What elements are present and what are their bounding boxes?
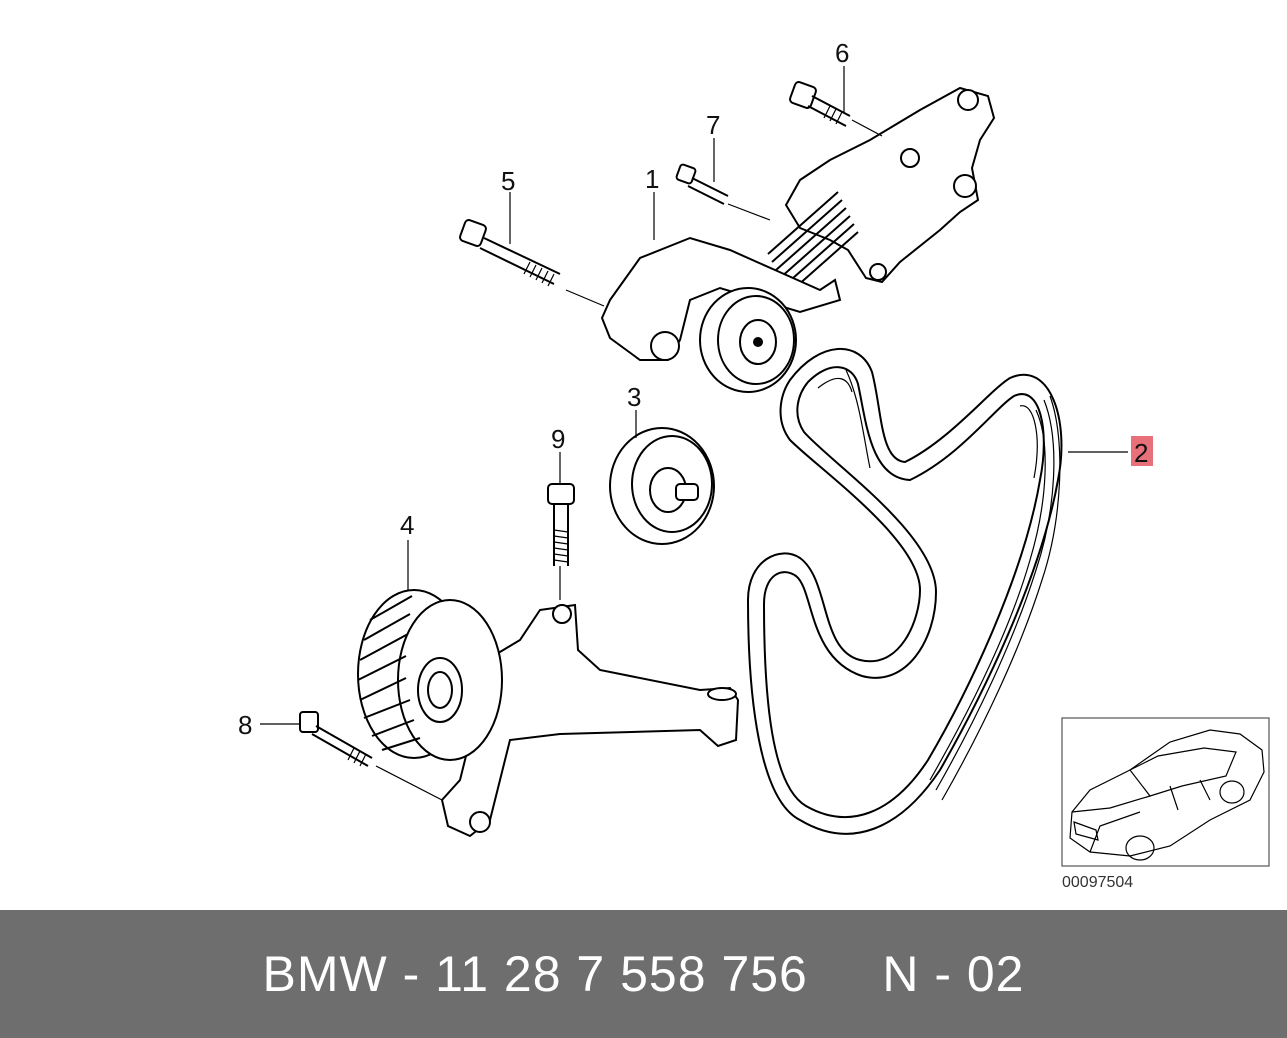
- deflection-pulley-bracket-4: [357, 589, 740, 838]
- callout-1[interactable]: 1: [645, 164, 659, 194]
- callout-8[interactable]: 8: [238, 710, 252, 740]
- bolt-5: [459, 219, 561, 287]
- part-number-footer: BMW - 11 28 7 558 756 N - 02: [0, 910, 1287, 1038]
- ribbed-pulley: [357, 589, 503, 761]
- belt-tensioner-assembly: [600, 86, 996, 393]
- callout-2[interactable]: 2: [1134, 438, 1148, 468]
- bolt-6: [789, 81, 851, 127]
- callout-6[interactable]: 6: [835, 38, 849, 68]
- callout-4[interactable]: 4: [400, 510, 414, 540]
- bolt-9: [547, 483, 575, 566]
- callout-9[interactable]: 9: [551, 424, 565, 454]
- leader-lines: [260, 66, 1128, 801]
- bolt-7: [675, 163, 729, 205]
- part-number-text: BMW - 11 28 7 558 756 N - 02: [262, 946, 1025, 1002]
- tensioner-spring: [767, 191, 859, 295]
- ribbed-v-belt-2: [746, 348, 1063, 835]
- reference-code: 00097504: [1062, 874, 1133, 891]
- tensioner-pulley: [699, 287, 797, 393]
- idler-pulley-3: [609, 427, 715, 545]
- bolt-8: [299, 711, 373, 767]
- callout-7[interactable]: 7: [706, 110, 720, 140]
- car-outline-icon: [1069, 729, 1265, 861]
- parts-diagram: 1 2 3 4 5 6 7 8 9 00097504: [238, 38, 1270, 891]
- callouts: 1 2 3 4 5 6 7 8 9: [238, 38, 1153, 740]
- car-thumbnail: 00097504: [1061, 717, 1270, 891]
- callout-3[interactable]: 3: [627, 382, 641, 412]
- callout-5[interactable]: 5: [501, 166, 515, 196]
- callout-2-highlight: [1131, 436, 1153, 466]
